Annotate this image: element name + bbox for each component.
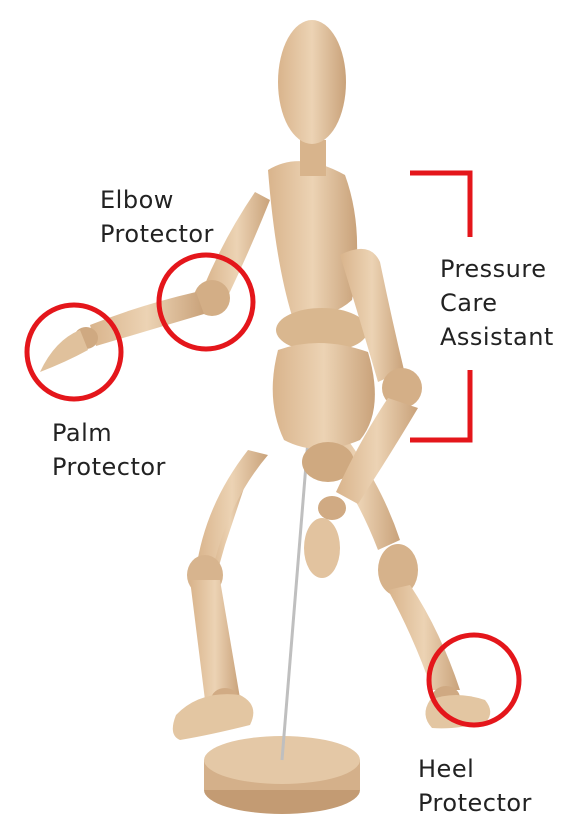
heel-label-line1: Heel <box>418 752 532 786</box>
palm-label-line2: Protector <box>52 450 166 484</box>
pressure-label-line1: Pressure <box>440 252 554 286</box>
elbow-label-line2: Protector <box>100 217 214 251</box>
elbow-label-line1: Elbow <box>100 183 214 217</box>
heel-protector-label: Heel Protector <box>418 752 532 820</box>
pressure-label-line3: Assistant <box>440 320 554 354</box>
palm-label-line1: Palm <box>52 416 166 450</box>
heel-label-line2: Protector <box>418 786 532 820</box>
mannequin-torso <box>268 161 375 482</box>
pressure-care-label: Pressure Care Assistant <box>440 252 554 354</box>
elbow-protector-label: Elbow Protector <box>100 183 214 251</box>
palm-protector-label: Palm Protector <box>52 416 166 484</box>
pressure-label-line2: Care <box>440 286 554 320</box>
mannequin-left-leg <box>173 450 268 740</box>
mannequin-head <box>278 20 346 176</box>
